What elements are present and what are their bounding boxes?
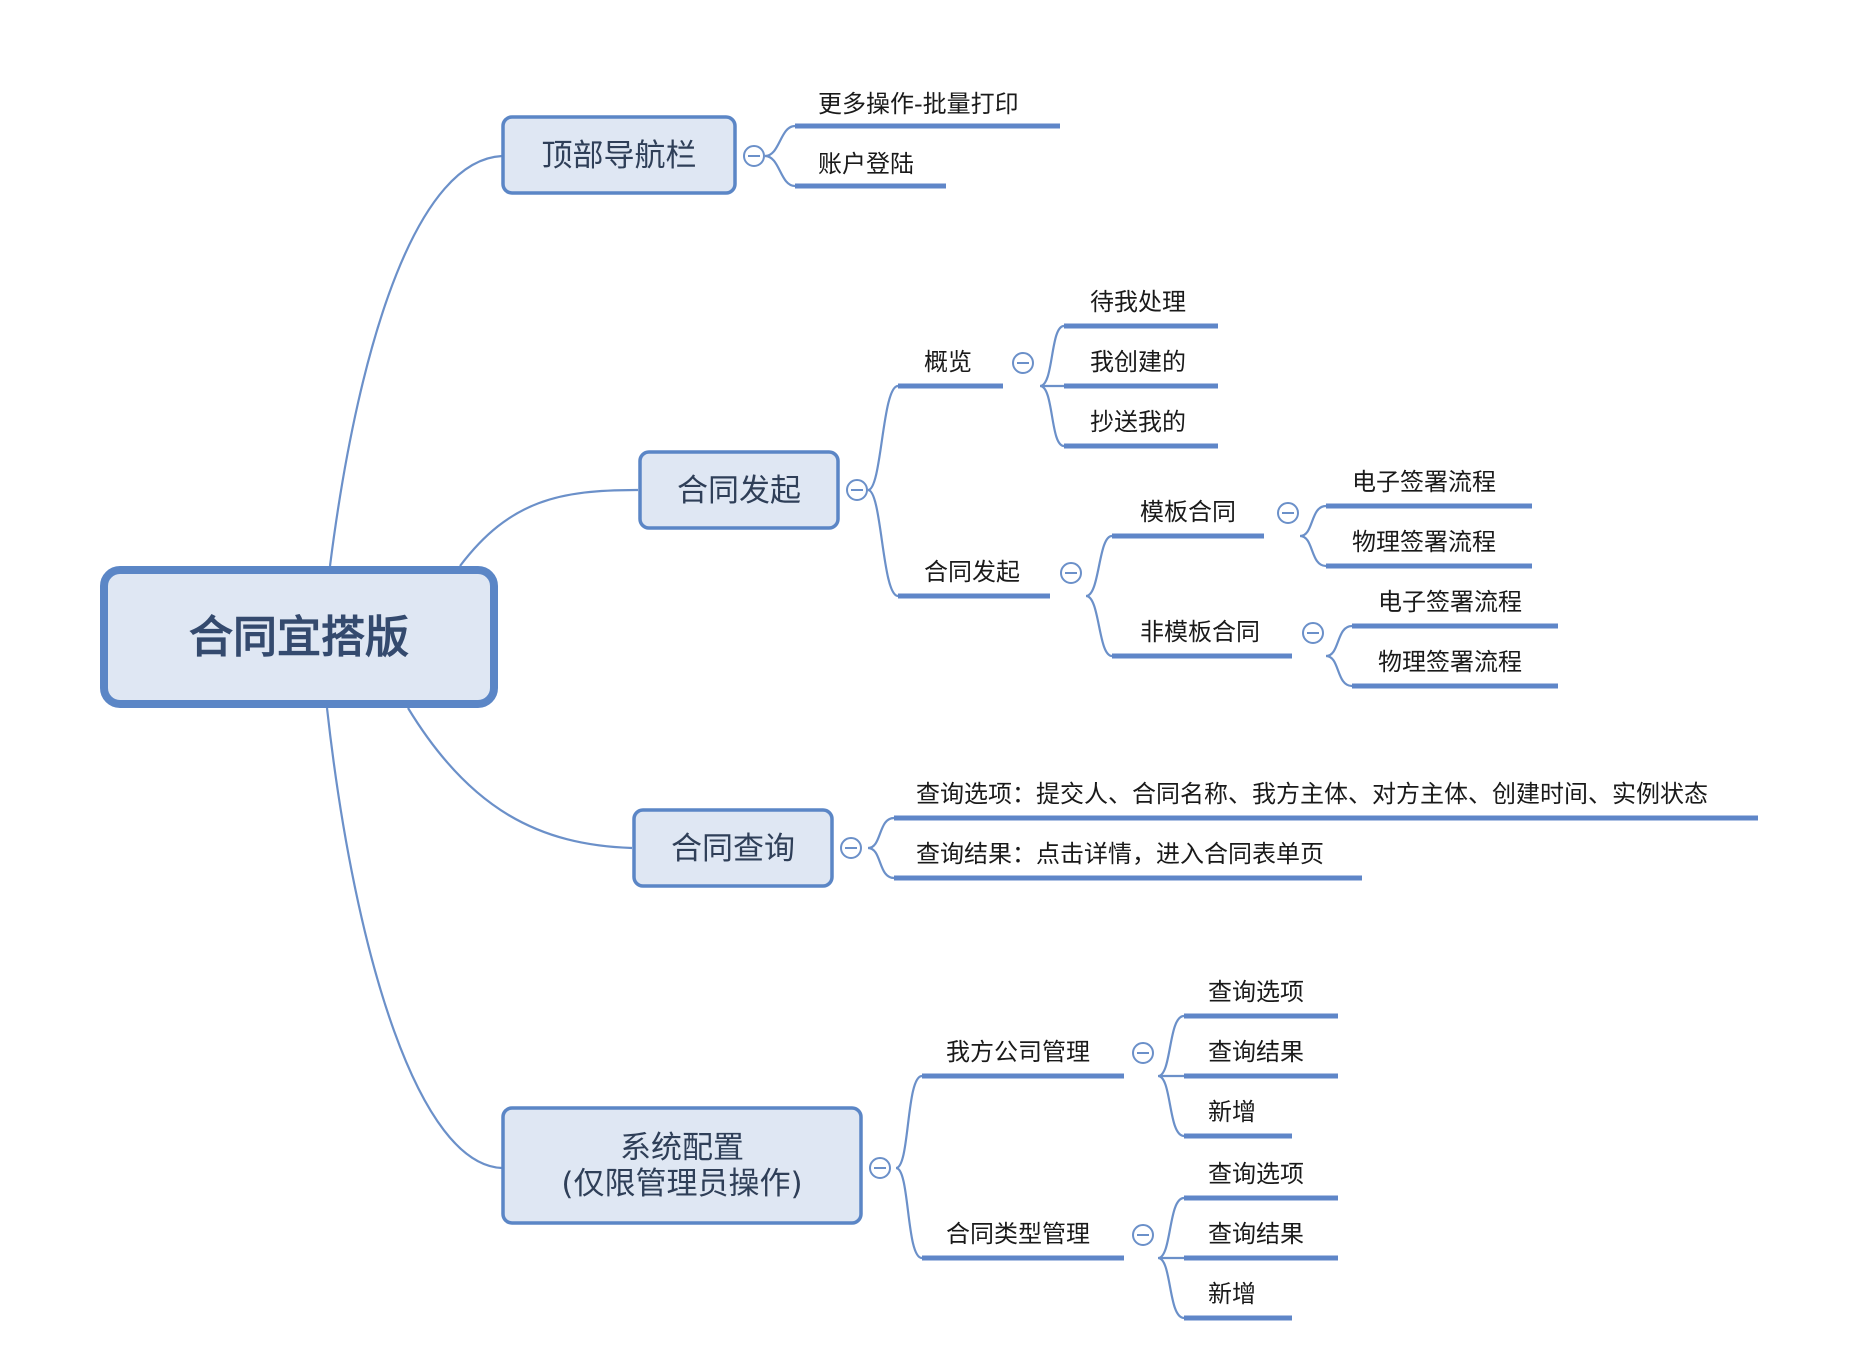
list-item[interactable]: 新增 xyxy=(1208,1098,1256,1126)
overview-label: 概览 xyxy=(924,348,972,376)
list-item[interactable]: 电子签署流程 xyxy=(1378,588,1522,616)
list-item[interactable]: 物理签署流程 xyxy=(1378,648,1522,676)
connector-nontemplate-items xyxy=(1325,624,1353,688)
list-item[interactable]: 新增 xyxy=(1208,1280,1256,1308)
non-template-label: 非模板合同 xyxy=(1140,618,1260,646)
initiate-collapse-toggle[interactable] xyxy=(846,479,868,501)
query-label: 合同查询 xyxy=(671,831,795,867)
connector-root-config xyxy=(325,707,503,1170)
connectors xyxy=(325,124,1353,1320)
sub-company[interactable]: 我方公司管理 xyxy=(922,1038,1124,1079)
list-item[interactable]: 抄送我的 xyxy=(1090,408,1186,436)
config-label-line1: 系统配置 xyxy=(620,1130,744,1166)
connector-root-nav xyxy=(328,154,503,567)
list-item[interactable]: 我创建的 xyxy=(1090,348,1186,376)
list-item[interactable]: 查询选项 xyxy=(1208,1160,1304,1188)
branch-query[interactable]: 合同查询 xyxy=(632,808,834,888)
nav-items: 更多操作-批量打印 账户登陆 xyxy=(795,90,1060,189)
launch-label: 合同发起 xyxy=(924,558,1020,586)
list-item[interactable]: 更多操作-批量打印 xyxy=(818,90,1019,118)
list-item[interactable]: 账户登陆 xyxy=(818,150,914,178)
contract-type-items: 查询选项 查询结果 新增 xyxy=(1184,1160,1338,1321)
nav-collapse-toggle[interactable] xyxy=(743,145,765,167)
sub-launch[interactable]: 合同发起 xyxy=(898,558,1050,599)
branch-nav[interactable]: 顶部导航栏 xyxy=(501,115,737,195)
connector-launch-subs xyxy=(1085,534,1113,658)
branch-initiate[interactable]: 合同发起 xyxy=(638,450,840,530)
connector-root-query xyxy=(407,707,633,850)
connector-overview-items xyxy=(1039,324,1065,448)
query-box xyxy=(632,808,834,888)
template-label: 模板合同 xyxy=(1140,498,1236,526)
connector-initiate-subs xyxy=(867,384,899,598)
list-item[interactable]: 查询选项：提交人、合同名称、我方主体、对方主体、创建时间、实例状态 xyxy=(916,780,1708,808)
sub-contract-type[interactable]: 合同类型管理 xyxy=(922,1220,1124,1261)
connector-query-items xyxy=(867,816,895,880)
non-template-items: 电子签署流程 物理签署流程 xyxy=(1352,588,1558,689)
company-collapse-toggle[interactable] xyxy=(1132,1042,1154,1064)
company-items: 查询选项 查询结果 新增 xyxy=(1184,978,1338,1139)
connector-template-items xyxy=(1299,504,1327,568)
launch-collapse-toggle[interactable] xyxy=(1060,562,1082,584)
company-label: 我方公司管理 xyxy=(946,1038,1090,1066)
initiate-box xyxy=(638,450,840,530)
connector-ctype-items xyxy=(1157,1196,1185,1320)
config-collapse-toggle[interactable] xyxy=(869,1157,891,1179)
list-item[interactable]: 查询结果：点击详情，进入合同表单页 xyxy=(916,840,1324,868)
connector-root-initiate xyxy=(459,488,639,567)
list-item[interactable]: 待我处理 xyxy=(1090,288,1186,316)
list-item[interactable]: 查询选项 xyxy=(1208,978,1304,1006)
branch-config[interactable]: 系统配置 (仅限管理员操作) xyxy=(501,1106,863,1225)
overview-collapse-toggle[interactable] xyxy=(1012,352,1034,374)
query-collapse-toggle[interactable] xyxy=(840,837,862,859)
template-items: 电子签署流程 物理签署流程 xyxy=(1326,468,1532,569)
nav-label: 顶部导航栏 xyxy=(542,138,697,174)
contract-type-label: 合同类型管理 xyxy=(946,1220,1090,1248)
sub-template[interactable]: 模板合同 xyxy=(1112,498,1264,539)
config-box xyxy=(501,1106,863,1225)
root-label: 合同宜搭版 xyxy=(189,612,409,663)
nav-box xyxy=(501,115,737,195)
initiate-label: 合同发起 xyxy=(677,473,801,509)
overview-items: 待我处理 我创建的 抄送我的 xyxy=(1064,288,1218,449)
list-item[interactable]: 查询结果 xyxy=(1208,1038,1304,1066)
connector-company-items xyxy=(1157,1014,1185,1138)
list-item[interactable]: 电子签署流程 xyxy=(1352,468,1496,496)
connector-nav-items xyxy=(764,124,796,188)
query-items: 查询选项：提交人、合同名称、我方主体、对方主体、创建时间、实例状态 查询结果：点… xyxy=(894,780,1758,881)
template-collapse-toggle[interactable] xyxy=(1277,502,1299,524)
connector-config-subs xyxy=(895,1074,923,1260)
contract-type-collapse-toggle[interactable] xyxy=(1132,1224,1154,1246)
non-template-collapse-toggle[interactable] xyxy=(1302,622,1324,644)
list-item[interactable]: 查询结果 xyxy=(1208,1220,1304,1248)
list-item[interactable]: 物理签署流程 xyxy=(1352,528,1496,556)
root-box xyxy=(100,566,498,708)
root-node[interactable]: 合同宜搭版 xyxy=(100,566,498,708)
sub-overview[interactable]: 概览 xyxy=(898,348,1003,389)
config-label-line2: (仅限管理员操作) xyxy=(561,1166,802,1202)
sub-non-template[interactable]: 非模板合同 xyxy=(1112,618,1292,659)
